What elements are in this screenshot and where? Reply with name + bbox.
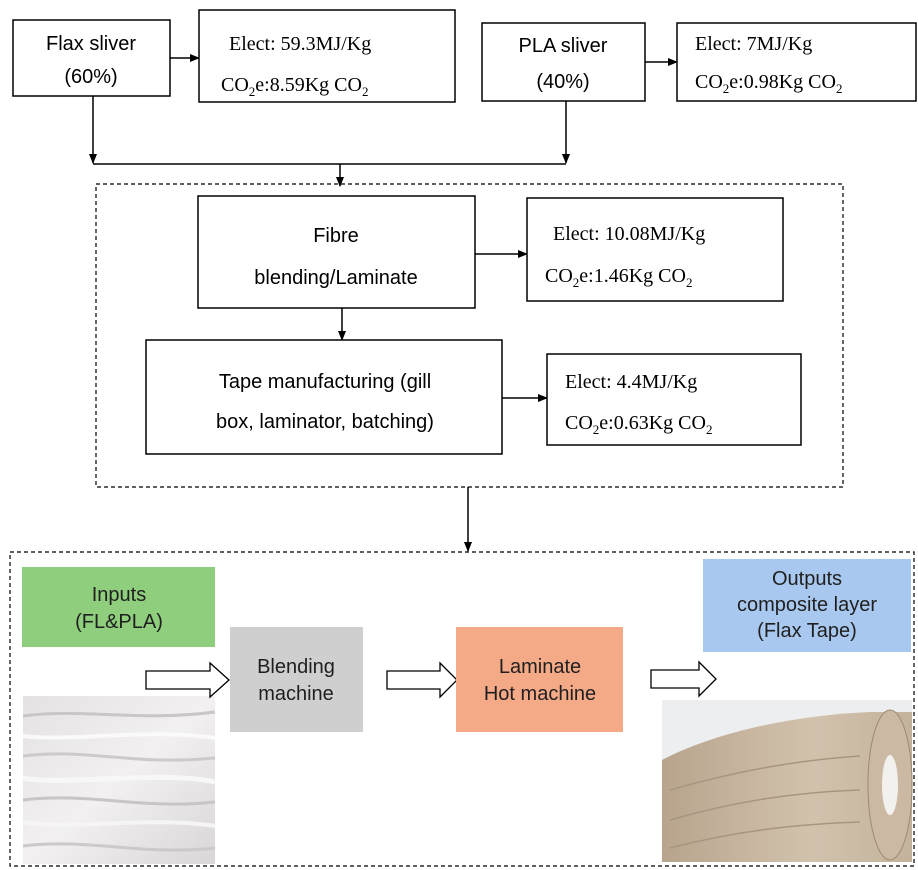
fibre-blending-line1: Fibre bbox=[313, 225, 359, 247]
inputs-box: Inputs (FL&PLA) bbox=[22, 567, 215, 647]
blending-machine-sublabel: machine bbox=[258, 683, 334, 705]
pla-sliver-share: (40%) bbox=[536, 71, 589, 93]
flax-tape-photo bbox=[662, 700, 913, 862]
flax-sliver-box: Flax sliver (60%) bbox=[12, 19, 171, 97]
tape-manufacturing-box: Tape manufacturing (gill box, laminator,… bbox=[145, 339, 503, 455]
tape-manufacturing-line1: Tape manufacturing (gill bbox=[219, 371, 431, 393]
fibre-blending-line2: blending/Laminate bbox=[254, 267, 417, 289]
hollow-arrow-2 bbox=[386, 661, 458, 699]
outputs-sublabel: composite layer bbox=[737, 594, 877, 616]
outputs-sublabel-2: (Flax Tape) bbox=[757, 620, 857, 642]
blending-machine-label: Blending bbox=[257, 656, 335, 678]
flax-sliver-share: (60%) bbox=[64, 66, 117, 88]
machine-group-frame bbox=[9, 551, 915, 867]
laminate-machine-box: Laminate Hot machine bbox=[456, 627, 623, 732]
flax-energy-box: Elect: 59.3MJ/Kg CO2e:8.59Kg CO2 bbox=[198, 9, 456, 103]
pla-sliver-box: PLA sliver (40%) bbox=[481, 22, 646, 102]
tape-co2-text: CO2e:0.63Kg CO2 bbox=[565, 412, 712, 437]
blend-elect-text: Elect: 10.08MJ/Kg bbox=[553, 223, 705, 245]
flax-sliver-label: Flax sliver bbox=[46, 33, 136, 55]
fibre-blending-box: Fibre blending/Laminate bbox=[197, 195, 476, 309]
tape-energy-box: Elect: 4.4MJ/Kg CO2e:0.63Kg CO2 bbox=[546, 353, 802, 446]
flax-co2-text: CO2e:8.59Kg CO2 bbox=[221, 74, 368, 99]
pla-energy-box: Elect: 7MJ/Kg CO2e:0.98Kg CO2 bbox=[676, 22, 917, 102]
pla-co2-text: CO2e:0.98Kg CO2 bbox=[695, 71, 842, 96]
hollow-arrow-3 bbox=[650, 660, 717, 698]
process-group-frame bbox=[95, 183, 844, 488]
flax-elect-text: Elect: 59.3MJ/Kg bbox=[229, 33, 371, 55]
outputs-box: Outputs composite layer (Flax Tape) bbox=[703, 559, 911, 652]
blend-co2-text: CO2e:1.46Kg CO2 bbox=[545, 265, 692, 290]
pla-elect-text: Elect: 7MJ/Kg bbox=[695, 33, 812, 55]
tape-manufacturing-line2: box, laminator, batching) bbox=[216, 411, 434, 433]
inputs-sublabel: (FL&PLA) bbox=[75, 611, 163, 633]
hollow-arrow-1 bbox=[145, 661, 230, 699]
inputs-label: Inputs bbox=[92, 584, 146, 606]
blending-machine-box: Blending machine bbox=[230, 627, 363, 732]
outputs-label: Outputs bbox=[772, 568, 842, 590]
blend-energy-box: Elect: 10.08MJ/Kg CO2e:1.46Kg CO2 bbox=[526, 197, 784, 302]
laminate-machine-label: Laminate bbox=[499, 656, 581, 678]
pla-sliver-label: PLA sliver bbox=[519, 35, 608, 57]
laminate-machine-sublabel: Hot machine bbox=[484, 683, 596, 705]
flax-fiber-photo bbox=[22, 696, 216, 864]
tape-elect-text: Elect: 4.4MJ/Kg bbox=[565, 371, 697, 393]
